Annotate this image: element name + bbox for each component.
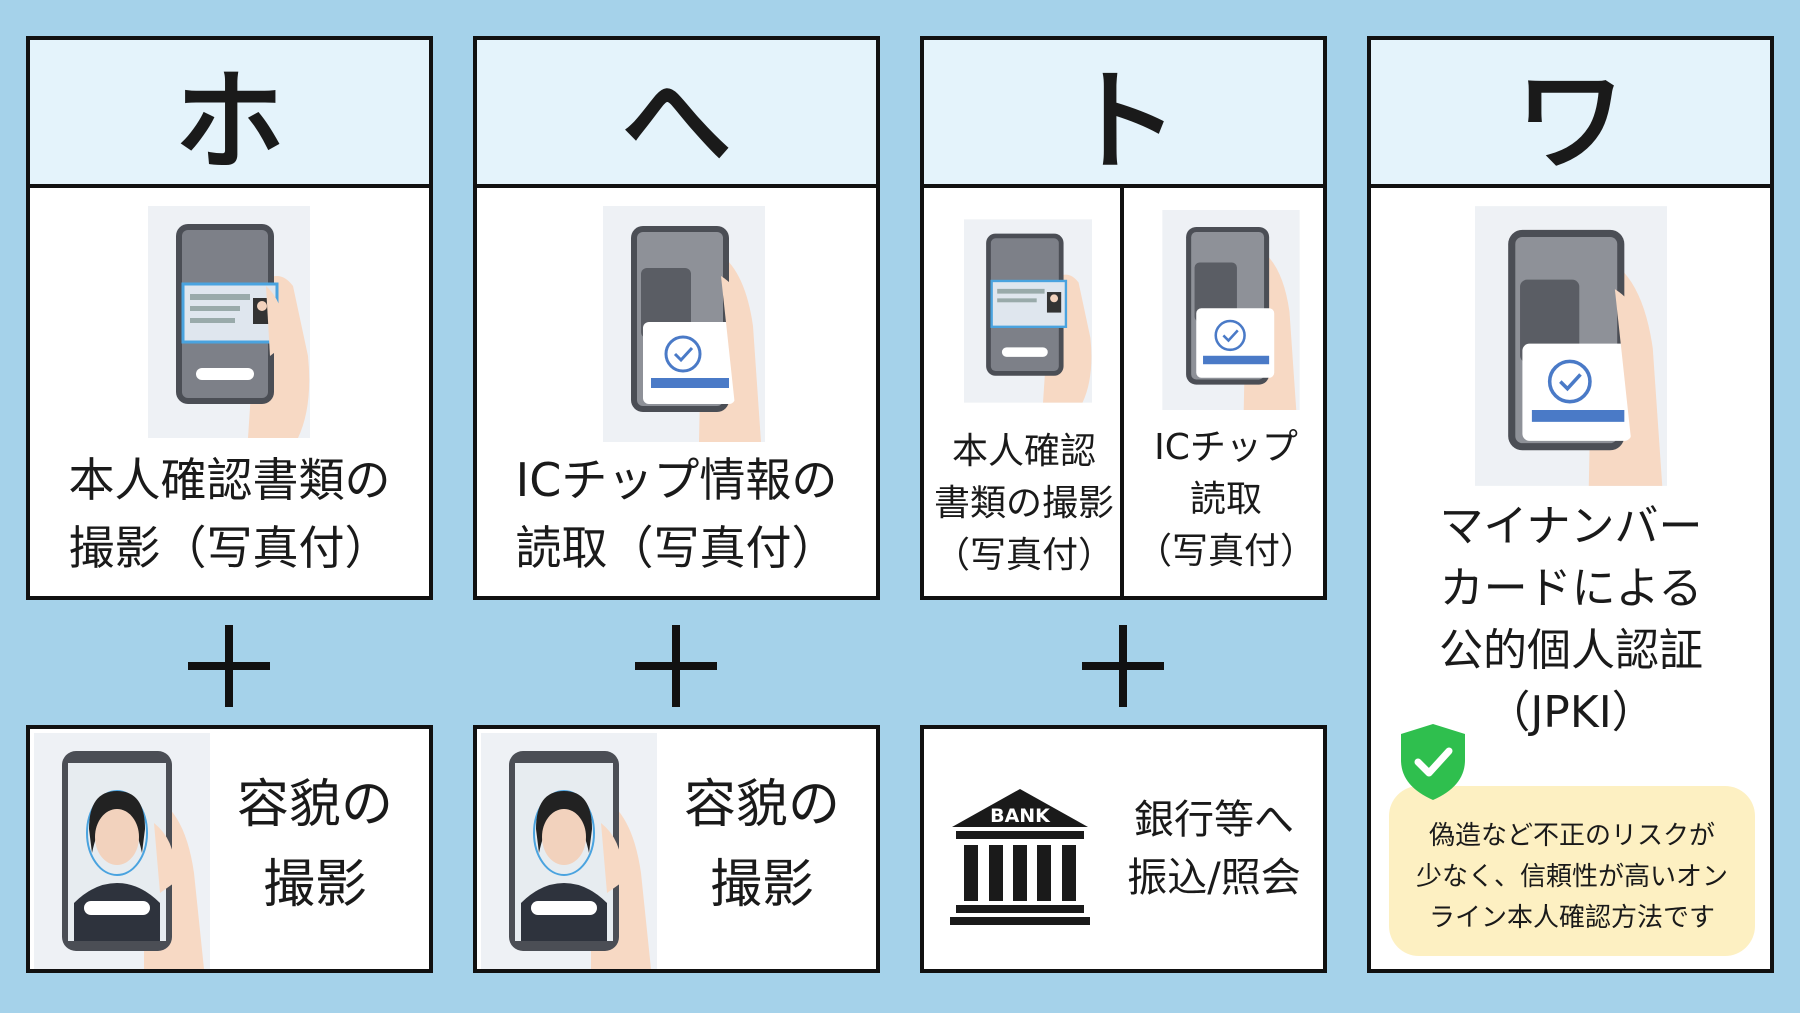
line-3: （写真付）	[933, 535, 1114, 576]
phone-document-photo-icon	[964, 219, 1092, 403]
line-3: （写真付）	[1135, 531, 1316, 572]
main-line-2: カードによる	[1439, 563, 1703, 614]
main-line-3: 公的個人認証	[1439, 625, 1703, 676]
step2-panel-to: BANK 銀行等へ 振込/照会	[920, 725, 1327, 973]
note-line-1: 偽造など不正のリスクが	[1428, 821, 1715, 851]
column-header-to: ト	[920, 36, 1327, 188]
column-divider	[1120, 188, 1124, 598]
step1-line-1: 本人確認書類の	[68, 453, 391, 507]
step2-panel-he: 容貌の 撮影	[473, 725, 880, 973]
main-text: マイナンバー カードによる 公的個人認証 （JPKI）	[1371, 496, 1771, 744]
step1-text: 本人確認書類の 撮影（写真付）	[30, 446, 429, 582]
note-line-3: ライン本人確認方法です	[1428, 903, 1715, 933]
step2-line-2: 撮影	[709, 855, 814, 915]
step1-text: ICチップ情報の 読取（写真付）	[477, 446, 876, 582]
step2-text: 銀行等へ 振込/照会	[1104, 791, 1324, 907]
note-box: 偽造など不正のリスクが 少なく、信頼性が高いオン ライン本人確認方法です	[1389, 786, 1755, 956]
column-header-ho: ホ	[26, 36, 433, 188]
step2-line-1: 容貌の	[236, 775, 393, 835]
phone-document-photo-icon	[148, 206, 310, 438]
step1-line-2: 撮影（写真付）	[68, 521, 391, 575]
note-line-2: 少なく、信頼性が高いオン	[1415, 862, 1728, 892]
step1-right-text: ICチップ 読取 （写真付）	[1128, 422, 1324, 578]
bank-label: BANK	[990, 805, 1051, 827]
main-panel-wa: マイナンバー カードによる 公的個人認証 （JPKI） 偽造など不正のリスクが …	[1367, 184, 1774, 973]
main-line-4: （JPKI）	[1486, 687, 1656, 738]
plus-icon	[188, 625, 270, 707]
shield-check-icon	[1401, 724, 1465, 800]
step2-line-1: 容貌の	[683, 775, 840, 835]
step1-line-1: ICチップ情報の	[515, 453, 838, 507]
step2-line-1: 銀行等へ	[1134, 797, 1294, 843]
main-line-1: マイナンバー	[1439, 501, 1703, 552]
plus-icon	[1082, 625, 1164, 707]
step1-left-text: 本人確認 書類の撮影 （写真付）	[924, 426, 1124, 582]
step1-panel-he: ICチップ情報の 読取（写真付）	[473, 184, 880, 600]
phone-ic-chip-icon	[1162, 210, 1300, 410]
column-header-wa: ワ	[1367, 36, 1774, 188]
column-label: へ	[621, 58, 732, 186]
column-header-he: へ	[473, 36, 880, 188]
line-1: ICチップ	[1154, 427, 1298, 468]
line-2: 書類の撮影	[933, 483, 1114, 524]
step2-text: 容貌の 撮影	[200, 765, 430, 925]
phone-face-photo-icon	[481, 733, 657, 969]
column-label: ワ	[1515, 58, 1626, 186]
phone-ic-chip-icon	[603, 206, 765, 442]
column-label: ホ	[174, 58, 285, 186]
phone-face-photo-icon	[34, 733, 210, 969]
step2-text: 容貌の 撮影	[647, 765, 877, 925]
line-2: 読取	[1189, 479, 1262, 520]
phone-ic-chip-icon	[1475, 206, 1667, 486]
plus-icon	[635, 625, 717, 707]
column-label: ト	[1068, 58, 1179, 186]
step1-line-2: 読取（写真付）	[515, 521, 838, 575]
step2-line-2: 振込/照会	[1127, 855, 1301, 901]
line-1: 本人確認	[951, 431, 1096, 472]
bank-icon: BANK	[950, 789, 1090, 925]
step2-line-2: 撮影	[262, 855, 367, 915]
step2-panel-ho: 容貌の 撮影	[26, 725, 433, 973]
step1-panel-ho: 本人確認書類の 撮影（写真付）	[26, 184, 433, 600]
